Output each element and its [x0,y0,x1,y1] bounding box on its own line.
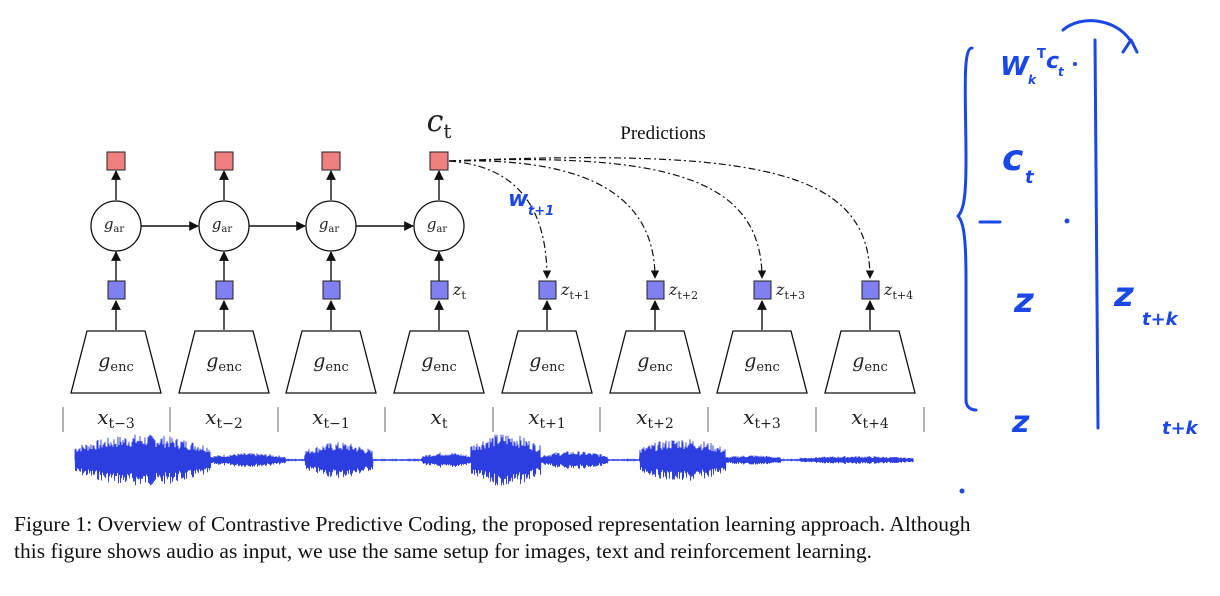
context-box [106,151,126,171]
input-label: xt−2 [205,405,243,432]
prediction-arrow [448,157,875,279]
encoder-block [501,330,593,394]
handwritten-c-sub: t [1025,167,1035,188]
z-label: zt+2 [668,280,698,302]
ar-node-label: gar [212,215,233,235]
encoder-label: genc [637,350,673,375]
handwritten-z-right-sub: t+k [1142,309,1179,330]
handwritten-right-line [1093,38,1100,430]
input-label: xt+4 [851,405,889,432]
encoder-block [393,330,485,394]
handwritten-z-right: z [1113,275,1134,315]
latent-box [215,280,234,300]
input-label: xt+1 [528,405,566,432]
ar-node [413,200,465,252]
ar-node-label: gar [427,215,448,235]
handwritten-c-top: c [1046,49,1059,74]
handwritten-left-bracket [956,46,978,412]
input-label: xt−1 [312,405,350,432]
latent-box [430,280,449,300]
encoder-block [716,330,808,394]
handwritten-dot [1073,62,1077,66]
latent-box [861,280,880,300]
handwritten-c: c [1002,138,1023,179]
ar-node [90,200,142,252]
handwritten-dot [959,488,965,494]
prediction-arrow [448,160,552,279]
handwritten-c-top-sub: t [1058,65,1065,79]
input-label: xt+2 [636,405,674,432]
encoder-label: genc [206,350,242,375]
encoder-label: genc [852,350,888,375]
encoder-label: genc [421,350,457,375]
handwritten-w-top: W [1000,52,1030,82]
input-label: xt−3 [97,405,135,432]
latent-box [646,280,665,300]
latent-box [322,280,341,300]
figure-caption: Figure 1: Overview of Contrastive Predic… [14,512,971,563]
z-label: zt+3 [775,280,805,302]
audio-waveform [74,434,914,486]
encoder-label: genc [744,350,780,375]
encoder-block [609,330,701,394]
latent-box [753,280,772,300]
prediction-arrow [448,160,660,279]
ar-node [198,200,250,252]
encoder-label: genc [529,350,565,375]
handwritten-w-sub: t+1 [528,204,554,219]
handwritten-curved-arrow [1061,19,1139,54]
predictions-label: Predictions [620,123,706,144]
encoder-block [285,330,377,394]
handwritten-w-sub-k: k [1028,73,1037,87]
handwritten-z-bottom: z [1011,405,1030,440]
ar-node-label: gar [319,215,340,235]
z-label: zt+4 [883,280,913,302]
encoder-block [824,330,916,394]
latent-box [107,280,126,300]
encoder-block [178,330,270,394]
handwritten-w: w [508,187,529,212]
context-box [321,151,341,171]
ar-node-label: gar [104,215,125,235]
handwritten-dot [1064,218,1070,224]
context-box [214,151,234,171]
latent-box [538,280,557,300]
handwritten-w-sup: T [1037,47,1046,62]
input-label: xt+3 [743,405,781,432]
input-label: xt [431,405,448,432]
encoder-label: genc [98,350,134,375]
context-box [429,151,449,171]
prediction-arrow [448,158,767,279]
encoder-label: genc [313,350,349,375]
z-label: zt+1 [560,280,590,302]
encoder-block [70,330,162,394]
z-label: zt [452,280,466,302]
ar-node [305,200,357,252]
context-label: ct [427,104,452,143]
handwritten-tk: t+k [1162,418,1199,439]
handwritten-z: z [1013,281,1034,321]
